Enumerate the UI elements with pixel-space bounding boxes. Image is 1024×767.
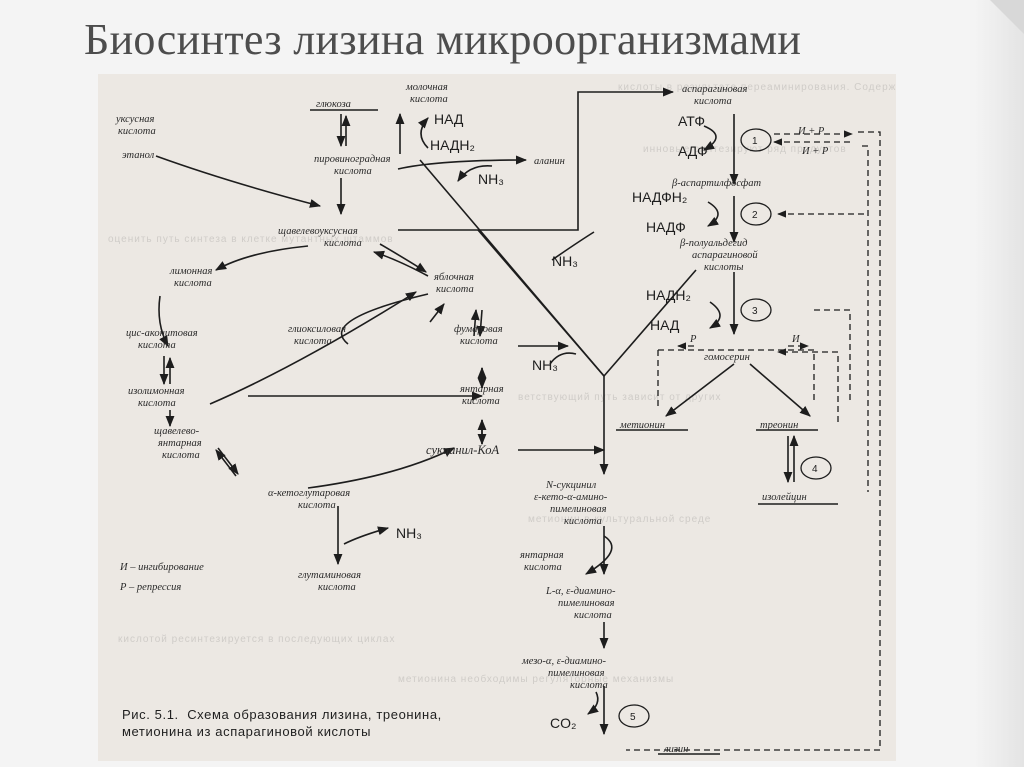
label-alanine: аланин (534, 156, 565, 167)
reg-mark-2: И + Р (801, 146, 829, 157)
label-underlines (310, 109, 838, 755)
reg-mark-i: И (791, 334, 801, 345)
step-number-5: 5 (630, 712, 636, 723)
ghost-text: метионин в культуральной среде (528, 514, 712, 525)
slide-corner-shade (974, 0, 1024, 767)
cofactor-nh3-aspartate: NH₃ (552, 253, 578, 269)
cofactor-nh3-fumarate: NH₃ (532, 357, 558, 373)
cofactor-nadh2-b: НАДН₂ (646, 287, 691, 303)
cofactor-nadh2: НАДН₂ (430, 137, 475, 153)
scanned-figure: кислоты в результате переаминирования. С… (98, 74, 896, 761)
label-homoserine: гомосерин (704, 352, 750, 363)
step-number-3: 3 (752, 306, 758, 317)
label-methionine: метионин (619, 420, 665, 431)
cofactor-nad: НАД (434, 111, 464, 127)
ghost-text: оценить путь синтеза в клетке мутантных … (108, 234, 394, 245)
caption-lead: Рис. 5.1. (122, 707, 179, 722)
figure-caption: Рис. 5.1. Схема образования лизина, трео… (122, 706, 502, 740)
page-fold (990, 0, 1024, 34)
step-circles (618, 128, 832, 728)
cofactor-nad-b: НАД (650, 317, 680, 333)
label-ethanol: этанол (122, 150, 155, 161)
arrows (155, 87, 811, 736)
label-succinyl-coa: сукцинил-КоА (426, 443, 499, 457)
ghost-text: ветствующий путь зависит от других (518, 392, 722, 403)
reg-mark-r: Р (689, 334, 697, 345)
legend-repression: Р – репрессия (119, 582, 181, 593)
label-lysine: лизин (663, 744, 688, 755)
label-threonine: треонин (760, 420, 798, 431)
ghost-text: инновые синтезируют ряд продуктов (643, 144, 847, 155)
label-aspartyl-phosphate: β-аспартилфосфат (671, 178, 761, 189)
ghost-text: кислоты в результате переаминирования. С… (618, 82, 896, 93)
cofactor-co2: CO₂ (550, 715, 576, 731)
caption-text: Схема образования лизина, треонина, мети… (122, 707, 442, 739)
ghost-text: кислотой ресинтезируется в последующих ц… (118, 634, 396, 645)
cofactor-adf: АДФ (678, 143, 708, 159)
legend-inhibition: И – ингибирование (119, 562, 204, 573)
cofactor-nadfh2: НАДФН₂ (632, 189, 687, 205)
cofactor-labels: НАД НАДН₂ NH₃ NH₃ NH₃ NH₃ АТФ АДФ НАДФН₂… (396, 111, 708, 731)
regulation-lines (626, 130, 881, 751)
reg-mark-1: И + Р (797, 126, 825, 137)
cofactor-atf: АТФ (678, 113, 705, 129)
regulation-marks: И + Р И + Р Р И (689, 126, 829, 345)
slide-title: Биосинтез лизина микроорганизмами (84, 15, 802, 64)
cofactor-nh3-glutamate: NH₃ (396, 525, 422, 541)
step-number-1: 1 (752, 136, 758, 147)
step-number-2: 2 (752, 210, 758, 221)
label-isoleucine: изолейцин (762, 492, 807, 503)
step-number-4: 4 (812, 464, 818, 475)
ghost-text: метионина необходимы регуляторные механи… (398, 674, 675, 685)
cofactor-nadf: НАДФ (646, 219, 686, 235)
label-glucose: глюкоза (316, 99, 351, 110)
cofactor-nh3-alanine: NH₃ (478, 171, 504, 187)
